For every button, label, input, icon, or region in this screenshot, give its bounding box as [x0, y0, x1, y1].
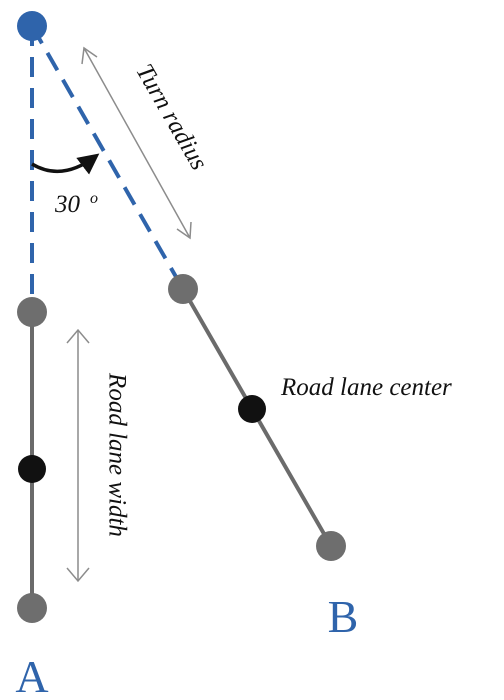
lane-a-center-point — [18, 455, 46, 483]
pivot-point — [17, 11, 47, 41]
angle-value: 30 — [54, 191, 81, 218]
dashed-angled-line — [30, 25, 185, 290]
angle-unit: o — [90, 190, 98, 207]
turn-radius-label: Turn radius — [130, 60, 212, 175]
lane-b-bottom-point — [316, 531, 346, 561]
turn-radius-arrow — [81, 46, 192, 240]
point-a-label: A — [15, 651, 48, 700]
road-lane-center-label: Road lane center — [280, 374, 452, 401]
lane-a-top-point — [17, 297, 47, 327]
angle-label: 30 o — [54, 190, 98, 218]
lane-a-bottom-point — [17, 593, 47, 623]
road-lane-width-label: Road lane width — [103, 372, 130, 537]
angle-arrow-icon — [31, 153, 100, 175]
road-lane-width-arrow — [66, 328, 90, 583]
lane-b-center-point — [238, 395, 266, 423]
lane-b-top-point — [168, 274, 198, 304]
point-b-label: B — [328, 591, 359, 642]
